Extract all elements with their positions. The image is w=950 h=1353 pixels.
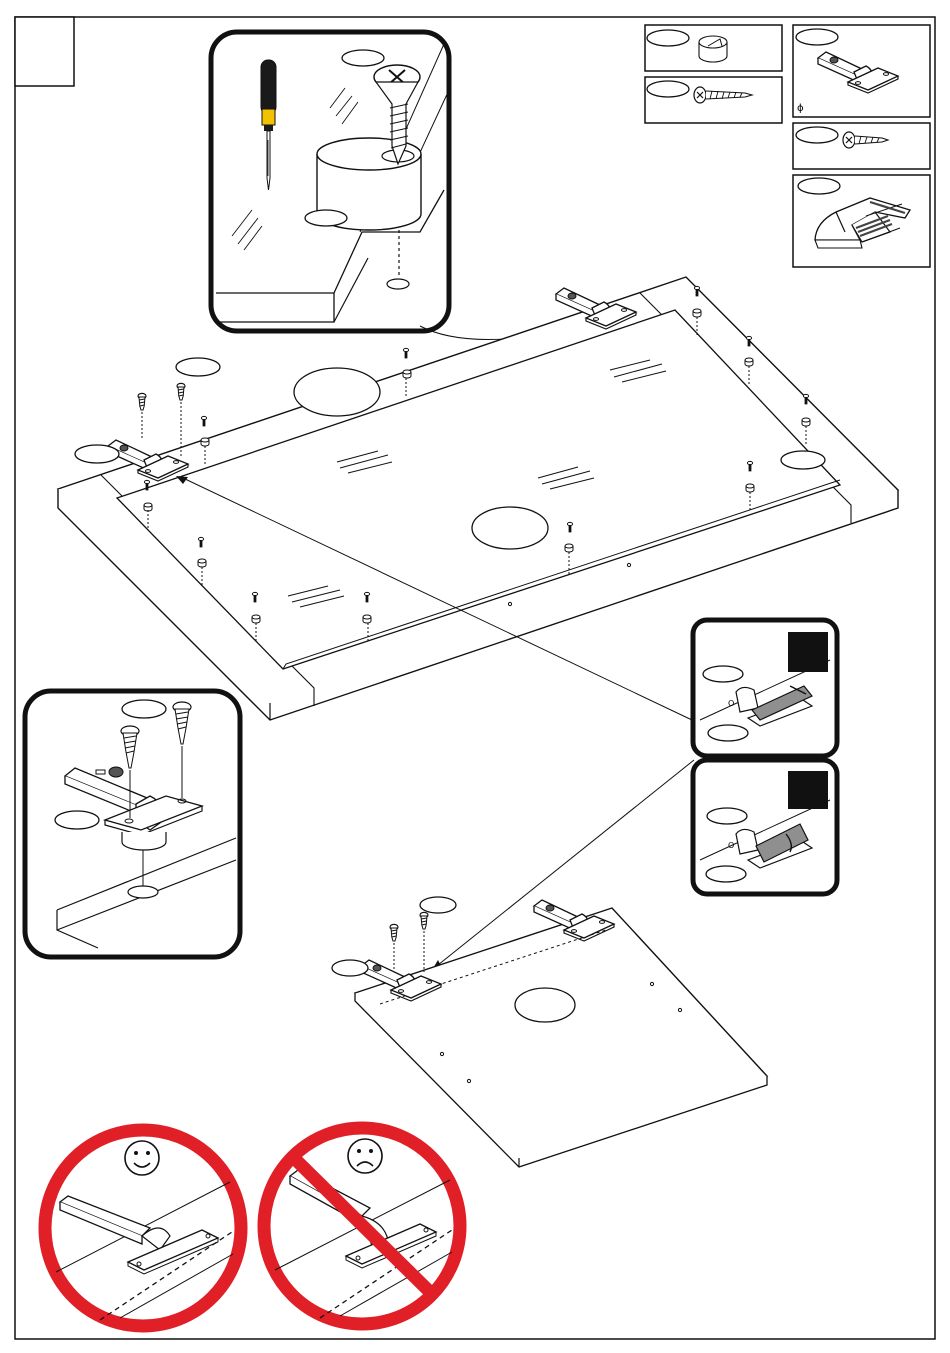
step-number-box: [15, 17, 74, 86]
part-callout: [176, 358, 220, 376]
part-callout: [332, 960, 368, 976]
part-callout: [122, 700, 166, 718]
hinge-step-panel-a: O: [693, 620, 837, 756]
part-callout: [75, 445, 119, 463]
part-callout: [703, 666, 743, 682]
svg-text:O: O: [728, 841, 734, 850]
cam-fitting-icon: [699, 36, 727, 62]
part-callout: [647, 81, 689, 97]
screw-icon: [138, 393, 146, 410]
smiley-icon: [125, 1141, 159, 1175]
part-callout: [707, 808, 747, 824]
part-label-oval: [294, 368, 380, 416]
part-callout: [647, 30, 689, 46]
part-callout: [420, 897, 456, 913]
incorrect-installation-panel: [264, 1128, 460, 1324]
hinge-mark: ϕ: [797, 103, 804, 114]
svg-text:O: O: [728, 699, 734, 708]
legend-hinge: ϕ: [793, 25, 930, 117]
part-callout: [796, 127, 838, 143]
legend-cam-fitting: [645, 25, 782, 71]
screw-icon: [177, 383, 185, 400]
part-callout: [305, 210, 347, 226]
legend-screw-short: [793, 123, 930, 169]
part-label-oval: [472, 507, 548, 549]
frowny-icon: [348, 1139, 382, 1173]
part-callout: [55, 811, 99, 829]
step-marker-box: [788, 632, 828, 672]
hinge-detail-panel: [25, 691, 240, 957]
part-callout: [781, 451, 825, 469]
legend-hinge-plate: [793, 175, 930, 267]
part-label-oval: [515, 988, 575, 1022]
lower-panel: [332, 897, 767, 1167]
part-callout: [798, 178, 840, 194]
part-callout: [342, 50, 384, 66]
correct-installation-panel: [45, 1130, 241, 1326]
screw-detail-panel: [211, 32, 449, 331]
screw-icon: [390, 924, 398, 941]
part-callout: [796, 29, 838, 45]
legend-screw-long: [645, 77, 782, 123]
part-callout: [706, 866, 746, 882]
part-callout: [708, 725, 748, 741]
parts-legend: ϕ: [645, 25, 930, 267]
screw-icon: [420, 912, 428, 929]
hinge-step-panel-b: O: [693, 760, 837, 894]
